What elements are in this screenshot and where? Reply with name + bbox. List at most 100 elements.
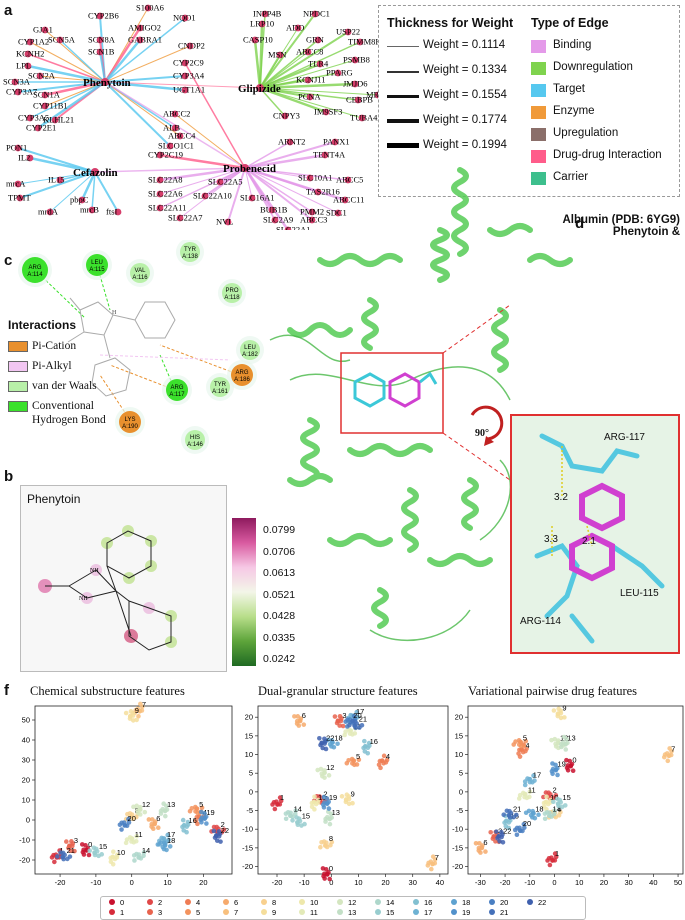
network-node [304, 48, 312, 56]
residue-name: TYR [184, 247, 197, 253]
network-node-label: ALB [163, 123, 180, 133]
edge-type-label: Upregulation [553, 127, 619, 139]
cluster-legend-marker [451, 909, 457, 915]
edge-type-label: Binding [553, 39, 592, 51]
network-edge [27, 64, 106, 84]
scatter-point [429, 866, 434, 872]
hub-node [101, 78, 109, 86]
cluster-legend-label: 11 [310, 908, 318, 917]
network-node-label: SCN8A [88, 35, 116, 45]
y-tick-label: 30 [22, 756, 30, 765]
scatter-point [343, 719, 348, 724]
scatter-point [354, 762, 360, 767]
cluster-label: 0 [329, 864, 333, 873]
network-node [96, 36, 104, 44]
scatter-point [337, 713, 343, 719]
network-node-label: TLR4 [308, 59, 329, 69]
scatter-point [430, 861, 435, 867]
network-node [351, 56, 359, 64]
network-node-label: ftsI [106, 207, 118, 217]
x-tick-label: 20 [199, 878, 207, 887]
cluster-label: 4 [386, 752, 390, 761]
scatter-point [123, 840, 129, 846]
scatter-panel: -20-1001020-20-1001020304050012345678910… [19, 700, 233, 887]
cluster-legend-label: 12 [348, 898, 356, 907]
network-node [26, 154, 34, 162]
network-node [261, 10, 269, 18]
network-node-label: mrcB [80, 205, 99, 215]
network-edge [244, 167, 313, 221]
scatter-point [322, 775, 327, 780]
network-node [166, 142, 174, 150]
scatter-point [512, 827, 518, 833]
residue-name: ARG [235, 370, 248, 376]
residue-bubble [231, 364, 253, 386]
network-node-label: mrcA [6, 179, 26, 189]
network-edge [259, 13, 316, 89]
network-node [171, 124, 179, 132]
network-node [331, 138, 339, 146]
network-edge [159, 167, 246, 195]
network-node [201, 192, 209, 200]
network-node [176, 214, 184, 222]
network-node [284, 226, 292, 230]
scatter-point [327, 876, 332, 882]
interactions-legend-title: Interactions [8, 318, 77, 332]
scatter-point [204, 821, 209, 826]
edge-type-swatch [531, 40, 546, 53]
cluster-legend-marker [185, 909, 191, 915]
panel-d-title: Albumin (PDB: 6YG9) & Phenytoin [562, 214, 680, 238]
network-node [276, 51, 284, 59]
network-edge [244, 167, 339, 214]
binding-site-box [340, 352, 444, 434]
network-node [281, 112, 289, 120]
scatter-point [111, 849, 116, 855]
scatter-point [381, 753, 387, 759]
network-node [354, 96, 362, 104]
scatter-point [384, 757, 390, 763]
scatter-point [513, 812, 519, 818]
interaction-label: van der Waals [32, 380, 97, 392]
network-edge [94, 167, 246, 173]
scatter-point [504, 818, 509, 824]
scatter-axes [467, 705, 684, 875]
cluster-legend-label: 20 [500, 898, 508, 907]
cluster-label: 6 [302, 711, 306, 720]
scatter-point [316, 797, 321, 803]
network-node-label: PCNA [298, 92, 322, 102]
scatter-point [136, 855, 141, 860]
scatter-point [514, 832, 520, 838]
network-node-label: SCN3A [3, 77, 31, 87]
scatter-point [523, 810, 529, 816]
network-node [344, 176, 352, 184]
network-node-label: NPDC1 [303, 9, 330, 19]
scatter-point [199, 820, 204, 825]
scatter-point [536, 812, 541, 817]
network-node-label: CYP3A7 [6, 87, 37, 97]
network-node [156, 204, 164, 212]
network-node [216, 178, 224, 186]
network-node [136, 36, 144, 44]
scatter-point [317, 735, 322, 741]
cluster-legend-label: 8 [272, 898, 276, 907]
network-node-label: LRP10 [250, 19, 274, 29]
scatter-point [194, 806, 200, 812]
scatter-point [478, 850, 483, 855]
network-node-label: INPP4B [253, 9, 282, 19]
residue-arg114: ARG-114 [520, 616, 561, 627]
network-node [144, 4, 152, 12]
cluster-legend-marker [223, 909, 229, 915]
network-edge [39, 75, 106, 83]
scatter-point [516, 796, 522, 801]
cluster-legend-label: 4 [196, 898, 200, 907]
network-edge [19, 171, 96, 199]
cluster-label: 8 [557, 804, 561, 813]
network-edge [227, 167, 246, 223]
network-node-label: UGT1A1 [173, 85, 205, 95]
structure-title-line2: & Phenytoin [612, 226, 680, 238]
cluster-legend-label: 17 [424, 908, 432, 917]
network-node [311, 10, 319, 18]
scatter-point [322, 876, 327, 881]
